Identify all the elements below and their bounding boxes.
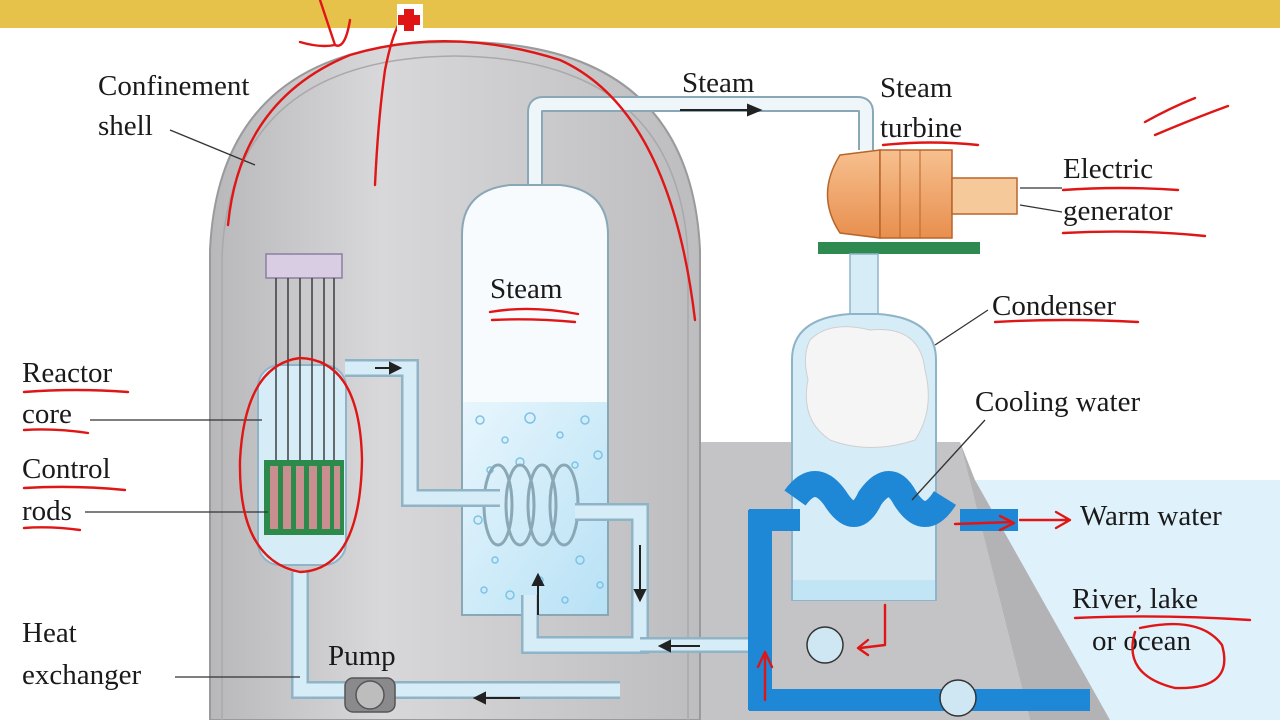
label-pump: Pump: [328, 640, 396, 672]
label-steam-top: Steam: [682, 67, 755, 99]
flow-arrows: [375, 103, 763, 705]
label-cooling-water: Cooling water: [975, 386, 1140, 418]
label-warm-water: Warm water: [1080, 500, 1222, 532]
label-heat-exchanger-1: Heat: [22, 617, 77, 649]
label-control-rods-1: Control: [22, 453, 111, 485]
red-annotations: [22, 0, 1252, 702]
fuel-rods: [270, 466, 340, 529]
label-control-rods-2: rods: [22, 495, 72, 527]
labels: Confinement shell Steam Steam turbine El…: [22, 67, 1222, 691]
primary-pump: [344, 677, 396, 713]
label-steam-turbine-2: turbine: [880, 112, 962, 144]
dome-inner-line: [221, 55, 689, 720]
label-steam-turbine-1: Steam: [880, 72, 953, 104]
leader-lines: [85, 129, 1063, 678]
label-reactor-core-2: core: [22, 398, 72, 430]
control-rod-drive: [265, 253, 343, 279]
condenser: [791, 253, 937, 601]
label-electric-generator-1: Electric: [1063, 153, 1153, 185]
water-body: [975, 480, 1280, 720]
label-condenser: Condenser: [992, 290, 1116, 322]
label-confinement-shell-1: Confinement: [98, 70, 249, 102]
steam-turbine: [818, 149, 1018, 254]
label-confinement-shell-2: shell: [98, 110, 153, 142]
label-electric-generator-2: generator: [1063, 195, 1173, 227]
label-reactor-core-1: Reactor: [22, 357, 113, 389]
label-heat-exchanger-2: exchanger: [22, 659, 141, 691]
label-river-2: or ocean: [1092, 625, 1192, 657]
label-steam-inner: Steam: [490, 273, 563, 305]
label-river-1: River, lake: [1072, 583, 1198, 615]
ground-slab-edge: [960, 442, 1110, 720]
top-bar: [0, 0, 1280, 28]
